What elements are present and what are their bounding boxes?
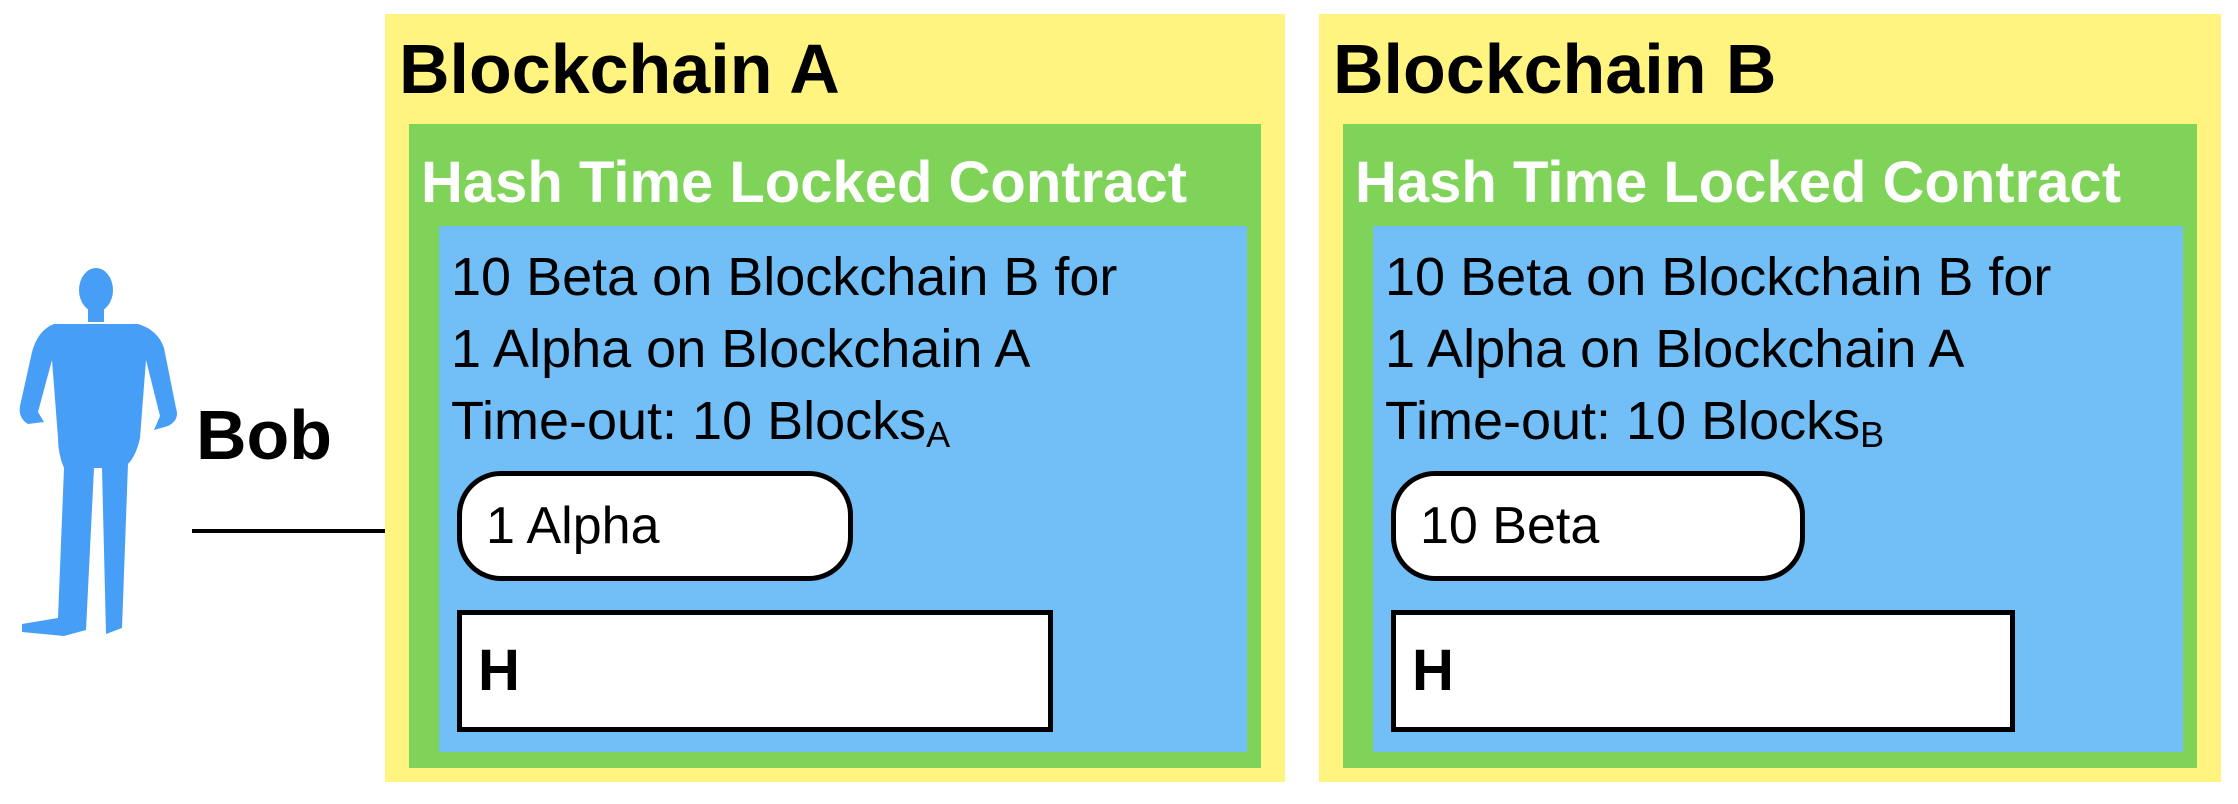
htlc-container: Hash Time Locked Contract 10 Beta on Blo… [409, 124, 1261, 768]
terms-line-2: 1 Alpha on Blockchain A [451, 319, 1031, 379]
hash-lock-box: H [1391, 610, 2015, 732]
htlc-title: Hash Time Locked Contract [1355, 150, 2122, 215]
terms-timeout-line: Time-out: 10 BlocksB [1385, 391, 1884, 453]
terms-line-2: 1 Alpha on Blockchain A [1385, 319, 1965, 379]
locked-asset-pill: 10 Beta [1391, 471, 1805, 581]
timeout-text: Time-out: 10 Blocks [1385, 391, 1861, 451]
htlc-title: Hash Time Locked Contract [421, 150, 1188, 215]
timeout-subscript: B [1860, 414, 1885, 455]
person-silhouette-icon [19, 268, 177, 636]
hash-lock-box: H [457, 610, 1053, 732]
htlc-container: Hash Time Locked Contract 10 Beta on Blo… [1343, 124, 2197, 768]
blockchain-b-panel: Blockchain B Hash Time Locked Contract 1… [1319, 14, 2221, 782]
contract-terms-panel: 10 Beta on Blockchain B for 1 Alpha on B… [1373, 226, 2183, 752]
terms-line-1: 10 Beta on Blockchain B for [451, 247, 1118, 307]
blockchain-a-panel: Blockchain A Hash Time Locked Contract 1… [385, 14, 1285, 782]
timeout-text: Time-out: 10 Blocks [451, 391, 927, 451]
terms-line-1: 10 Beta on Blockchain B for [1385, 247, 2052, 307]
actor-name-label: Bob [196, 396, 333, 474]
blockchain-title: Blockchain B [1333, 30, 1777, 108]
contract-terms-panel: 10 Beta on Blockchain B for 1 Alpha on B… [439, 226, 1247, 752]
timeout-subscript: A [926, 414, 951, 455]
terms-timeout-line: Time-out: 10 BlocksA [451, 391, 950, 453]
locked-asset-pill: 1 Alpha [457, 471, 853, 581]
blockchain-title: Blockchain A [399, 30, 840, 108]
